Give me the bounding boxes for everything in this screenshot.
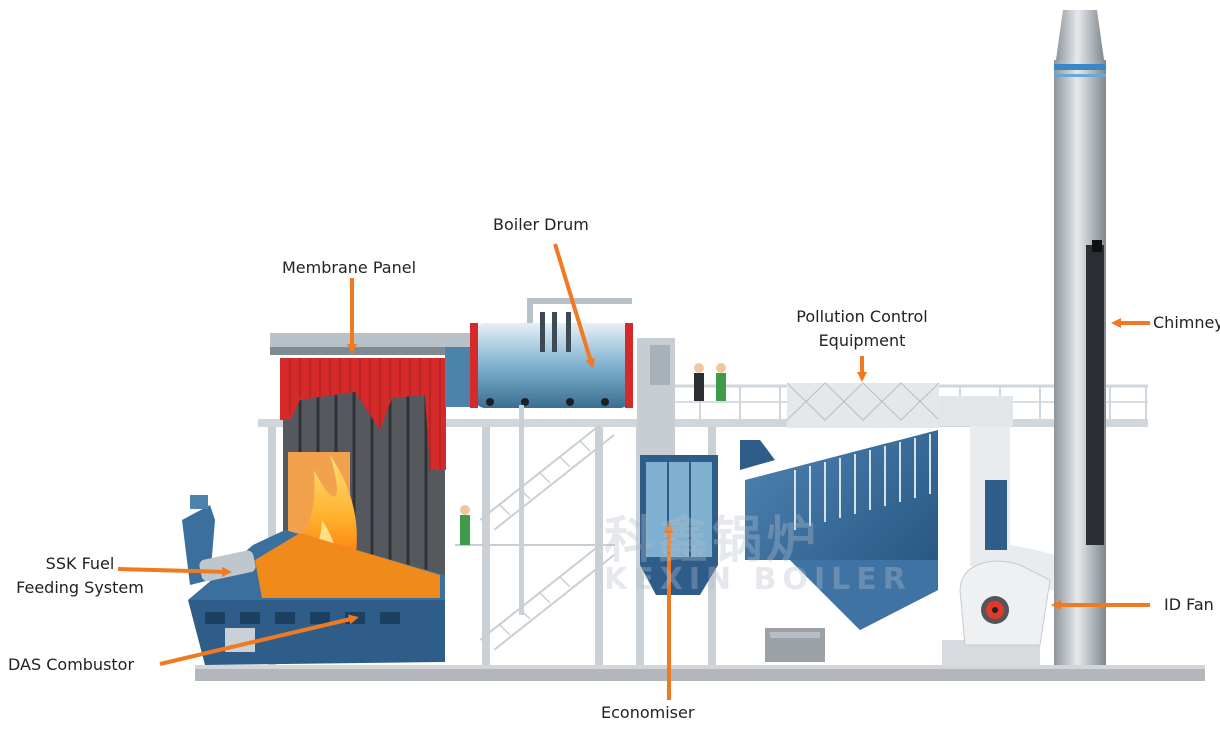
chimney: [1054, 10, 1106, 665]
label-pollution-control: Pollution Control Equipment: [780, 305, 944, 353]
label-membrane-panel: Membrane Panel: [282, 258, 417, 277]
callout-arrows: [117, 243, 1150, 700]
id-fan: [942, 560, 1051, 666]
staircase: [455, 424, 615, 651]
das-combustor-base: [188, 530, 445, 665]
label-pollution-control-line2: Equipment: [818, 331, 906, 350]
label-ssk-fuel: SSK Fuel Feeding System: [10, 552, 150, 600]
arrow-ssk-fuel: [117, 566, 232, 577]
label-id-fan: ID Fan: [1164, 595, 1214, 614]
arrow-boiler-drum: [553, 243, 596, 369]
watermark-english: KEXIN BOILER: [604, 562, 912, 597]
label-ssk-fuel-line1: SSK Fuel: [45, 554, 115, 573]
label-das-combustor: DAS Combustor: [8, 655, 135, 674]
boiler-drum: [470, 312, 633, 615]
membrane-panel: [280, 358, 446, 470]
pollution-control-equipment: [745, 382, 940, 662]
label-ssk-fuel-line2: Feeding System: [16, 578, 144, 597]
label-economiser: Economiser: [601, 703, 695, 722]
watermark-chinese: 科鑫锅炉: [604, 511, 820, 569]
label-chimney: Chimney: [1153, 313, 1220, 332]
workers: [460, 363, 726, 545]
flue-duct: [938, 396, 1054, 590]
label-boiler-drum: Boiler Drum: [493, 215, 589, 234]
arrow-das-combustor: [159, 614, 359, 666]
label-pollution-control-line1: Pollution Control: [796, 307, 928, 326]
